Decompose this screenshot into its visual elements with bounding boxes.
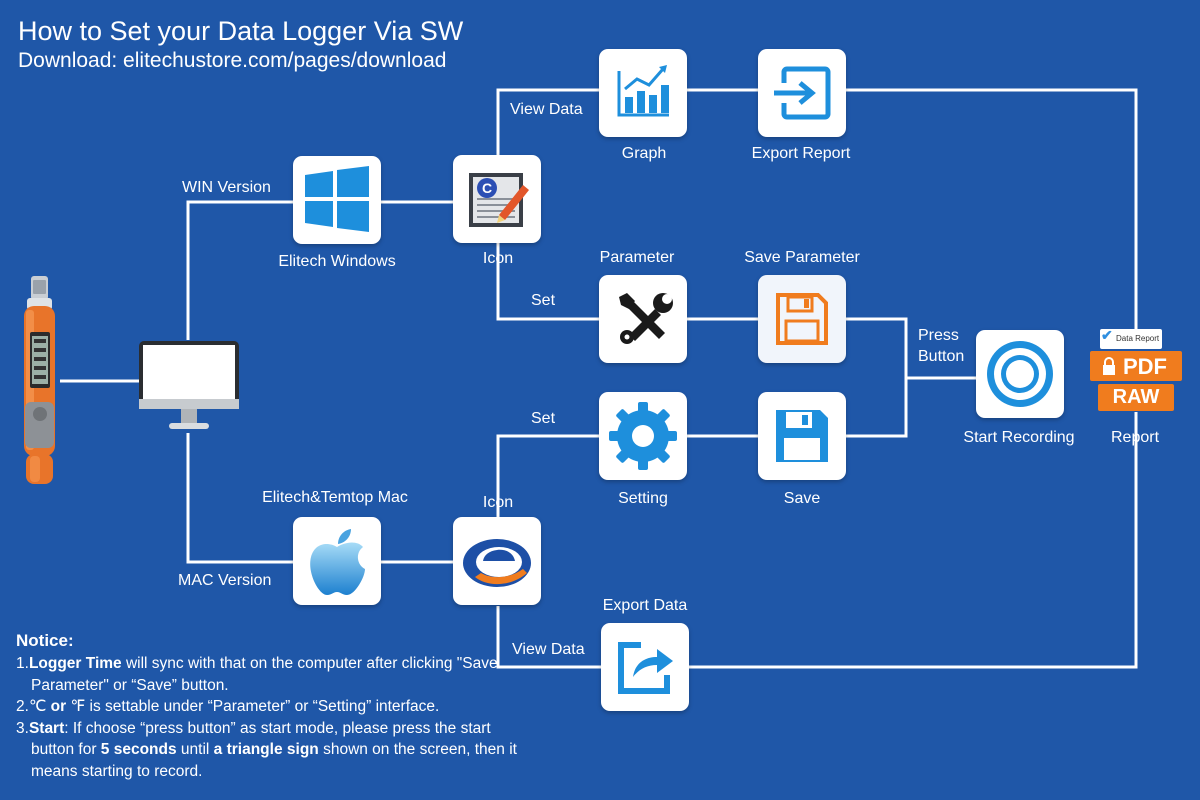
view-data-top-label: View Data: [510, 101, 583, 118]
report-label: Report: [1110, 429, 1160, 446]
share-export-icon: [618, 642, 673, 694]
parameter-label: Parameter: [599, 249, 675, 266]
graph-label: Graph: [621, 145, 667, 162]
save-tile[interactable]: [758, 392, 846, 480]
setting-tile[interactable]: [599, 392, 687, 480]
download-link[interactable]: Download: elitechustore.com/pages/downlo…: [18, 49, 447, 72]
notice-item-3-triangle: a triangle sign: [213, 741, 319, 758]
data-logger-icon: [24, 276, 55, 484]
report-badge[interactable]: ✔ Data Report PDF RAW: [1090, 327, 1182, 413]
notice-item-3: 3.Start: If choose “press button” as sta…: [16, 718, 536, 783]
notice-item-2-or: or: [46, 698, 71, 715]
notice-item-3-text-3: shown on the screen, then it means start…: [31, 741, 517, 780]
export-report-icon: [774, 66, 831, 120]
notice-item-3-text-2: until: [176, 741, 214, 758]
notice-item-3-start: Start: [28, 719, 65, 737]
tools-icon: [619, 293, 673, 344]
notice-item-1-text: will sync with that on the computer afte…: [31, 655, 498, 694]
start-recording-label: Start Recording: [963, 429, 1075, 446]
data-report-tag: [1100, 329, 1162, 349]
icon-win-label: Icon: [482, 250, 514, 267]
export-data-tile[interactable]: [601, 623, 689, 711]
press-label: Press: [918, 327, 959, 344]
icon-mac-label: Icon: [482, 494, 514, 511]
notice-block: Notice: 1.Logger Time will sync with tha…: [16, 630, 536, 782]
notice-item-3-seconds: 5 seconds: [100, 741, 177, 758]
windows-logo-icon: [305, 166, 369, 232]
mac-software-icon-tile[interactable]: [453, 517, 541, 605]
view-data-bottom-label: View Data: [512, 641, 585, 658]
notice-item-2-number: 2.: [16, 698, 29, 715]
gear-icon: [609, 402, 677, 470]
page-title: How to Set your Data Logger Via SW: [18, 16, 464, 46]
notice-heading: Notice:: [16, 631, 74, 650]
win-software-icon-tile[interactable]: C: [453, 155, 541, 243]
software-icon: C: [469, 173, 529, 227]
raw-banner: RAW: [1098, 384, 1174, 411]
button-label: Button: [918, 348, 965, 365]
save-blue-icon: [776, 410, 828, 462]
elitech-windows-label: Elitech Windows: [278, 253, 396, 270]
data-report-text: Data Report: [1116, 334, 1160, 343]
notice-item-1: 1.Logger Time will sync with that on the…: [16, 653, 536, 696]
mac-version-label: MAC Version: [178, 572, 272, 589]
parameter-tile[interactable]: [599, 275, 687, 363]
set-top-label: Set: [531, 292, 556, 309]
graph-icon: [617, 65, 669, 117]
save-orange-icon: [776, 293, 828, 345]
celsius-symbol: ℃: [28, 698, 47, 715]
export-data-label: Export Data: [602, 597, 688, 614]
apple-logo-icon: [310, 529, 365, 595]
pdf-banner: PDF: [1090, 351, 1182, 381]
elitech-e-logo-icon: [463, 539, 531, 587]
mac-app-tile[interactable]: [293, 517, 381, 605]
save-parameter-tile[interactable]: [758, 275, 846, 363]
elitech-mac-label: Elitech&Temtop Mac: [262, 489, 408, 506]
win-version-label: WIN Version: [182, 179, 271, 196]
notice-item-3-text-1: : If choose “press button” as start mode…: [31, 719, 491, 759]
notice-item-2-text: is settable under “Parameter” or “Settin…: [85, 698, 440, 715]
pdf-text: PDF: [1123, 354, 1167, 379]
lock-icon: [1103, 357, 1115, 375]
notice-item-2: 2.℃ or ℉ is settable under “Parameter” o…: [16, 696, 536, 718]
save-label: Save: [783, 490, 821, 507]
set-bottom-label: Set: [531, 410, 556, 427]
notice-item-1-bold: Logger Time: [28, 655, 122, 672]
checkmark-icon: ✔: [1101, 327, 1113, 343]
notice-item-1-number: 1.: [16, 655, 29, 672]
record-button-icon: [987, 341, 1053, 407]
export-report-tile[interactable]: [758, 49, 846, 137]
graph-tile[interactable]: [599, 49, 687, 137]
raw-text: RAW: [1112, 386, 1160, 408]
save-parameter-label: Save Parameter: [744, 249, 860, 266]
start-recording-tile[interactable]: [976, 330, 1064, 418]
windows-app-tile[interactable]: [293, 156, 381, 244]
svg-text:C: C: [482, 180, 492, 196]
notice-item-3-number: 3.: [16, 719, 29, 737]
setting-label: Setting: [618, 490, 668, 507]
computer-monitor-icon: [139, 341, 239, 429]
export-report-label: Export Report: [751, 145, 851, 162]
fahrenheit-symbol: ℉: [70, 698, 86, 715]
